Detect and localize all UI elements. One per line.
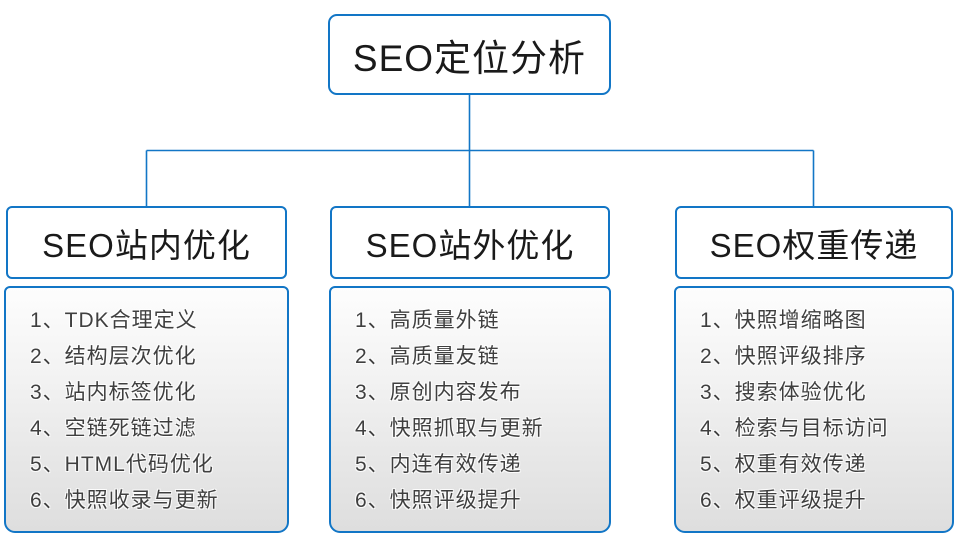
branch-header-onsite-title: SEO站内优化 [42,226,251,264]
branch-header-weight-title: SEO权重传递 [709,226,919,264]
list-item: 4、快照抓取与更新 [355,417,544,440]
branch-header-offsite-title: SEO站外优化 [365,226,575,264]
list-item: 1、快照增缩略图 [700,309,867,332]
branch-panel-offsite: 1、高质量外链 2、高质量友链 3、原创内容发布 4、快照抓取与更新 5、内连有… [329,286,611,533]
branch-panel-weight: 1、快照增缩略图 2、快照评级排序 3、搜索体验优化 4、检索与目标访问 5、权… [674,286,954,533]
connector-path [145,94,815,206]
branch-header-offsite[interactable]: SEO站外优化 [330,206,610,279]
list-item: 5、权重有效传递 [700,453,867,476]
list-item: 5、内连有效传递 [355,453,522,476]
list-item: 2、快照评级排序 [700,345,867,368]
root-node[interactable]: SEO定位分析 [328,14,611,95]
list-item: 6、快照收录与更新 [30,489,219,512]
list-item: 6、快照评级提升 [355,489,522,512]
list-item: 3、站内标签优化 [30,381,197,404]
root-node-title: SEO定位分析 [352,37,587,79]
list-item: 6、权重评级提升 [700,489,867,512]
list-item: 3、搜索体验优化 [700,381,867,404]
list-item: 1、TDK合理定义 [30,309,198,332]
list-item: 3、原创内容发布 [355,381,522,404]
branch-panel-onsite: 1、TDK合理定义 2、结构层次优化 3、站内标签优化 4、空链死链过滤 5、H… [4,286,289,533]
branch-header-onsite[interactable]: SEO站内优化 [6,206,287,279]
branch-header-weight[interactable]: SEO权重传递 [675,206,953,279]
list-item: 1、高质量外链 [355,309,500,332]
list-item: 2、高质量友链 [355,345,500,368]
list-item: 4、检索与目标访问 [700,417,889,440]
list-item: 4、空链死链过滤 [30,417,197,440]
list-item: 5、HTML代码优化 [30,453,214,476]
list-item: 2、结构层次优化 [30,345,197,368]
